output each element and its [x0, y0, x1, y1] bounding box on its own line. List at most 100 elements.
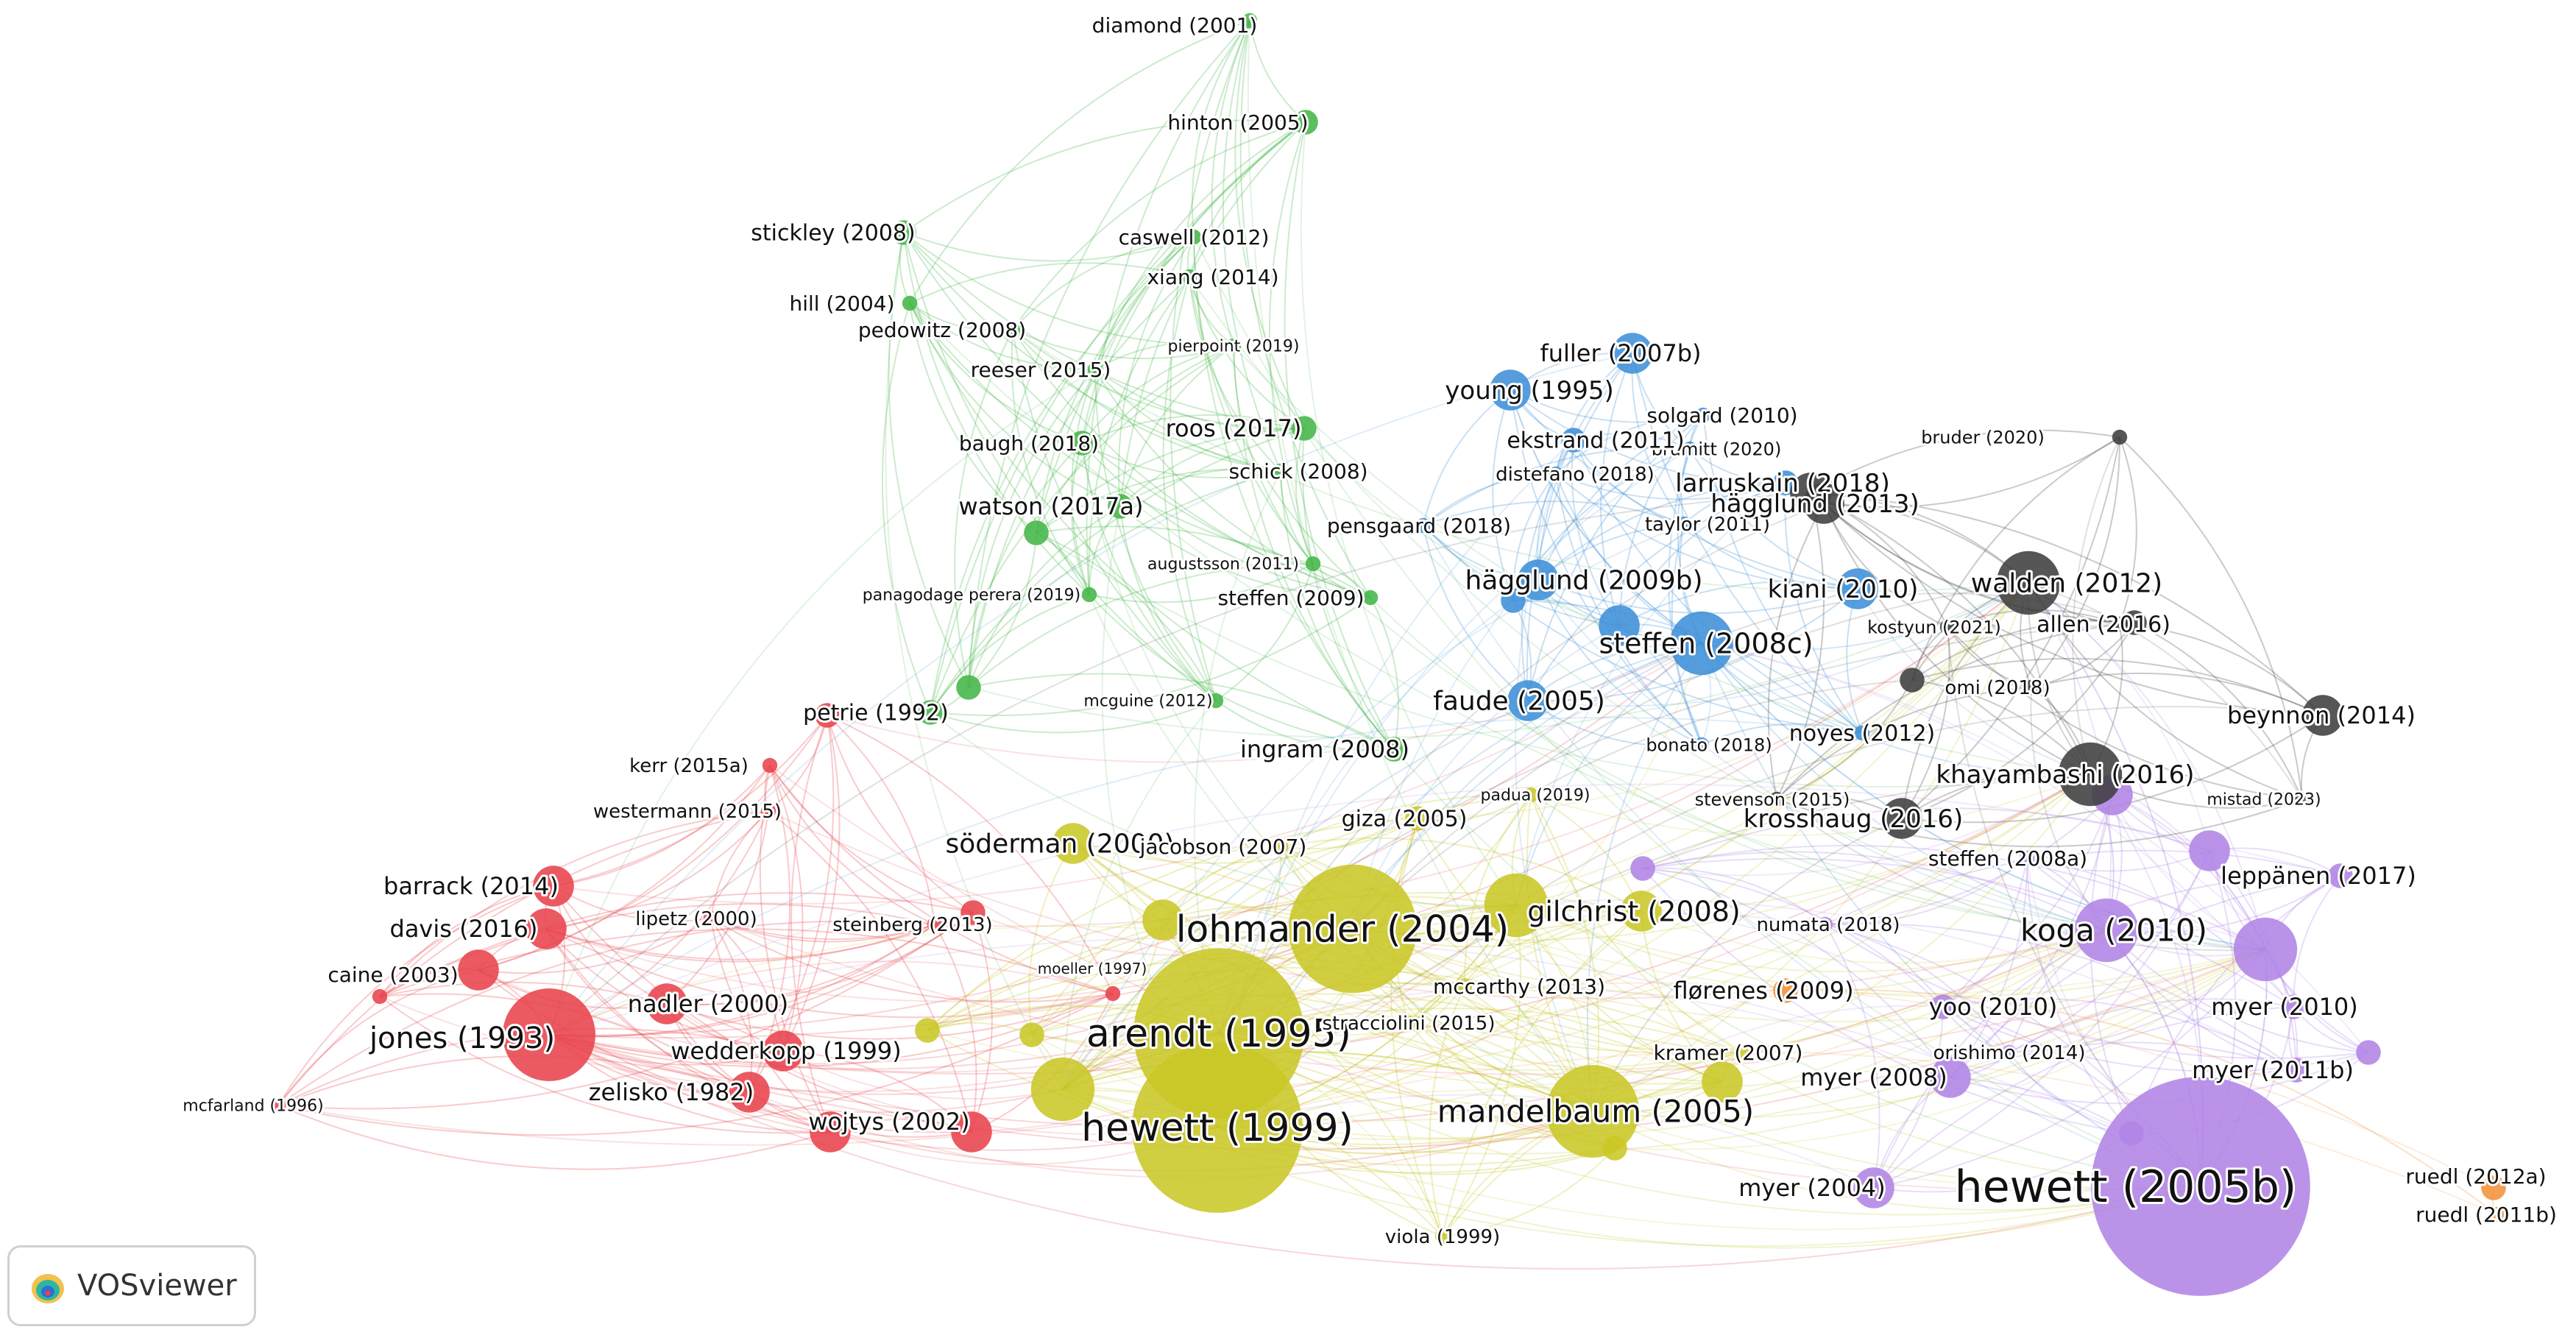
node-green-19[interactable] — [956, 675, 981, 700]
node-label[interactable]: hägglund (2013) — [1708, 487, 1922, 521]
node-green-14[interactable] — [918, 700, 943, 725]
node-purple-1[interactable] — [2074, 898, 2139, 963]
node-label[interactable]: kramer (2007) — [1652, 1038, 1805, 1067]
node-label[interactable]: jones (1993) — [367, 1019, 557, 1058]
node-label[interactable]: leppänen (2017) — [2218, 860, 2418, 892]
node-label[interactable]: pedowitz (2008) — [856, 316, 1028, 344]
node-green-10[interactable] — [1069, 431, 1094, 456]
node-yellow-6[interactable] — [1273, 838, 1289, 854]
node-label[interactable]: kostyun (2021) — [1865, 615, 2003, 640]
node-orange-2[interactable] — [1773, 978, 1798, 1003]
node-purple-14[interactable] — [1630, 856, 1655, 881]
node-blue-11[interactable] — [1507, 680, 1549, 721]
node-label[interactable]: ruedl (2011b) — [2413, 1200, 2559, 1229]
node-label[interactable]: gilchrist (2008) — [1525, 893, 1743, 930]
node-label[interactable]: ruedl (2012a) — [2403, 1162, 2548, 1191]
node-yellow-13[interactable] — [1484, 873, 1549, 938]
node-purple-6[interactable] — [1853, 1167, 1894, 1208]
node-label[interactable]: hinton (2005) — [1165, 108, 1310, 137]
node-yellow-4[interactable] — [1052, 823, 1094, 864]
node-label[interactable]: watson (2017a) — [956, 490, 1145, 523]
node-label[interactable]: distefano (2018) — [1493, 461, 1657, 488]
node-label[interactable]: solgard (2010) — [1644, 401, 1800, 430]
node-gray-12[interactable] — [2122, 610, 2147, 635]
node-red-15[interactable] — [960, 900, 986, 925]
node-yellow-10[interactable] — [1401, 1015, 1417, 1031]
node-yellow-12[interactable] — [1434, 1228, 1451, 1245]
node-label[interactable]: stracciolini (2015) — [1320, 1010, 1498, 1037]
node-green-11[interactable] — [1273, 463, 1289, 479]
node-label[interactable]: hill (2004) — [787, 289, 896, 318]
node-purple-15[interactable] — [2119, 1121, 2144, 1146]
node-green-17[interactable] — [1362, 590, 1379, 606]
node-label[interactable]: numata (2018) — [1754, 912, 1902, 938]
node-green-2[interactable] — [891, 220, 916, 245]
node-gray-11[interactable] — [1790, 472, 1831, 514]
node-label[interactable]: flørenes (2009) — [1671, 974, 1855, 1007]
node-blue-3[interactable] — [1682, 441, 1698, 457]
node-label[interactable]: reeser (2015) — [969, 355, 1114, 384]
node-purple-10[interactable] — [2019, 850, 2035, 866]
node-label[interactable]: nadler (2000) — [626, 988, 791, 1020]
node-label[interactable]: beynnon (2014) — [2225, 699, 2418, 732]
node-gray-8[interactable] — [1769, 791, 1785, 807]
node-green-20[interactable] — [1024, 520, 1049, 545]
node-label[interactable]: fuller (2007b) — [1538, 337, 1703, 369]
node-green-6[interactable] — [1005, 322, 1021, 338]
node-blue-8[interactable] — [1415, 517, 1432, 534]
node-label[interactable]: khayambashi (2016) — [1933, 758, 2196, 792]
node-label[interactable]: steffen (2009) — [1215, 584, 1366, 612]
node-green-1[interactable] — [1293, 110, 1318, 135]
node-label[interactable]: padua (2019) — [1479, 785, 1593, 807]
node-red-11[interactable] — [927, 916, 943, 932]
node-label[interactable]: caine (2003) — [325, 960, 460, 989]
node-red-3[interactable] — [458, 949, 499, 991]
node-red-8[interactable] — [762, 757, 778, 774]
node-yellow-17[interactable] — [1019, 1022, 1044, 1047]
node-label[interactable]: pensgaard (2018) — [1325, 512, 1513, 540]
node-blue-12[interactable] — [1837, 568, 1878, 609]
node-label[interactable]: mandelbaum (2005) — [1435, 1091, 1756, 1132]
node-label[interactable]: brumitt (2020) — [1649, 436, 1784, 461]
node-label[interactable]: steffen (2008c) — [1596, 625, 1815, 662]
node-purple-2[interactable] — [2328, 863, 2353, 888]
node-green-12[interactable] — [1108, 494, 1133, 519]
node-gray-10[interactable] — [2112, 429, 2128, 445]
node-green-3[interactable] — [1186, 229, 1202, 245]
node-label[interactable]: bonato (2018) — [1643, 732, 1774, 757]
node-orange-1[interactable] — [2488, 1206, 2505, 1222]
node-red-0[interactable] — [503, 988, 595, 1081]
node-blue-16[interactable] — [1501, 588, 1526, 613]
node-purple-13[interactable] — [2189, 830, 2230, 871]
node-purple-7[interactable] — [1931, 994, 1956, 1019]
node-green-5[interactable] — [902, 295, 918, 311]
node-label[interactable]: xiang (2014) — [1144, 263, 1281, 291]
node-blue-7[interactable] — [1676, 516, 1692, 532]
node-purple-8[interactable] — [2001, 1044, 2017, 1061]
node-yellow-19[interactable] — [1602, 1136, 1627, 1161]
node-blue-13[interactable] — [1854, 725, 1870, 741]
node-gray-4[interactable] — [2302, 695, 2343, 736]
node-label[interactable]: young (1995) — [1443, 374, 1616, 408]
node-label[interactable]: jacobson (2007) — [1137, 832, 1309, 861]
node-label[interactable]: roos (2017) — [1164, 412, 1304, 445]
node-yellow-9[interactable] — [1457, 978, 1473, 994]
node-label[interactable]: stickley (2008) — [749, 219, 917, 249]
node-green-18[interactable] — [1305, 556, 1321, 572]
node-label[interactable]: hägglund (2009b) — [1462, 564, 1705, 598]
node-blue-0[interactable] — [1612, 333, 1653, 374]
node-label[interactable]: davis (2016) — [388, 913, 540, 945]
node-label[interactable]: myer (2008) — [1798, 1061, 1950, 1094]
node-label[interactable]: moeller (1997) — [1036, 958, 1150, 980]
node-label[interactable]: lohmander (2004) — [1174, 906, 1511, 953]
node-label[interactable]: omi (2018) — [1942, 675, 2052, 701]
node-label[interactable]: allen (2016) — [2034, 610, 2173, 640]
node-label[interactable]: koga (2010) — [2018, 910, 2209, 951]
node-label[interactable]: bruder (2020) — [1919, 425, 2047, 450]
node-red-7[interactable] — [762, 1030, 804, 1072]
node-label[interactable]: walden (2012) — [1969, 567, 2165, 601]
node-label[interactable]: faude (2005) — [1431, 684, 1607, 719]
node-label[interactable]: myer (2010) — [2209, 991, 2360, 1023]
